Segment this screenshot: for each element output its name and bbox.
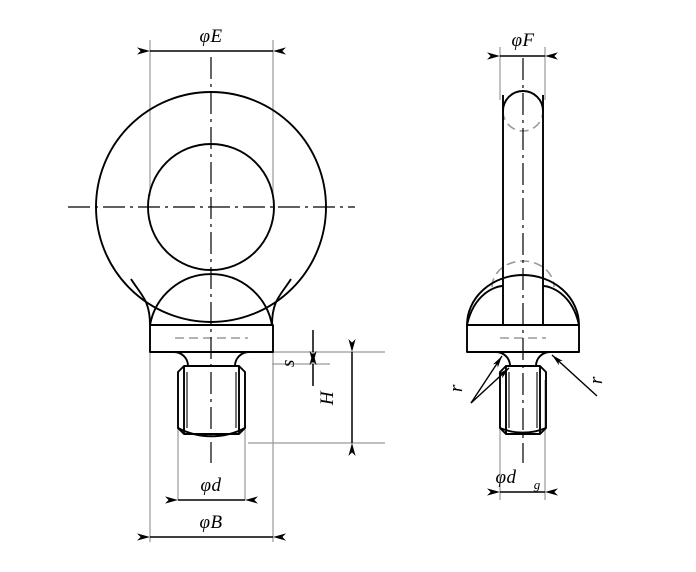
hidden-lines [175, 110, 555, 339]
label-s: s [278, 359, 299, 367]
side-view-geometry [466, 90, 580, 435]
neck-fillet-left [130, 278, 151, 326]
leader-r-left-b [470, 367, 510, 404]
label-r-left: r [446, 384, 467, 392]
side-shank-fillet-left [495, 351, 511, 367]
side-shank-end-arc [499, 427, 547, 434]
leader-r-right [551, 354, 598, 397]
dimension-lines [137, 47, 558, 541]
label-phi-f: φF [511, 30, 534, 51]
front-view-centerlines [68, 57, 355, 463]
label-phi-d: φd [200, 475, 221, 496]
label-phi-b: φB [199, 512, 222, 533]
label-phi-e: φE [199, 26, 222, 47]
label-h: H [317, 390, 338, 406]
side-dome-left [466, 285, 504, 326]
side-dome-right [542, 285, 580, 326]
shank-fillet-right [234, 351, 250, 367]
side-pin-head-arc [502, 90, 544, 112]
label-phi-dg: φd [495, 467, 516, 488]
shank-fillet-left [173, 351, 189, 367]
leader-r-left-a [470, 355, 503, 404]
extension-lines [149, 40, 546, 542]
neck-fillet-right [271, 278, 292, 326]
dimension-text-labels: φE φF φd φB φd g s H r r [199, 26, 607, 533]
label-phi-dg-subscript: g [534, 477, 541, 492]
side-shank-fillet-right [535, 351, 551, 367]
label-r-right: r [586, 376, 607, 384]
leader-lines [470, 354, 598, 404]
